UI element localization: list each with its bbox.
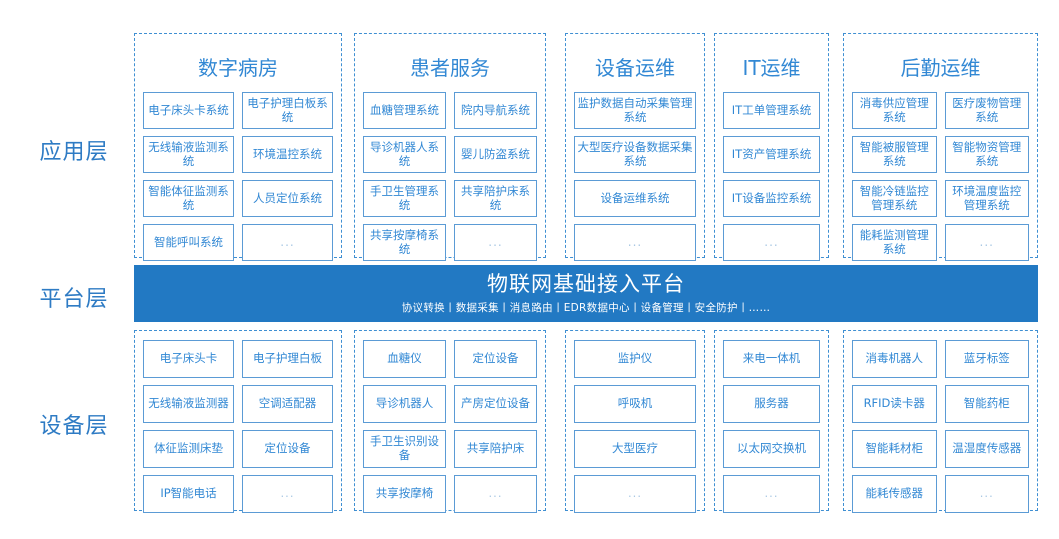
node-box[interactable]: 无线输液监测器 (143, 385, 234, 423)
node-box[interactable]: 院内导航系统 (454, 92, 537, 129)
node-box[interactable]: 共享陪护床系统 (454, 180, 537, 217)
node-ellipsis[interactable]: ... (242, 475, 333, 513)
node-box[interactable]: 智能被服管理系统 (852, 136, 937, 173)
node-box[interactable]: 医疗废物管理系统 (944, 92, 1029, 129)
node-box[interactable]: 监护数据自动采集管理系统 (574, 92, 696, 129)
group-title: IT运维 (742, 56, 801, 80)
node-box[interactable]: 体征监测床垫 (143, 430, 234, 468)
group-column: 患者服务血糖管理系统院内导航系统导诊机器人系统婴儿防盗系统手卫生管理系统共享陪护… (354, 33, 546, 261)
node-box[interactable]: IT工单管理系统 (723, 92, 820, 129)
node-box[interactable]: 定位设备 (242, 430, 333, 468)
node-box[interactable]: IT设备监控系统 (723, 180, 820, 217)
node-ellipsis[interactable]: ... (723, 475, 820, 513)
node-box[interactable]: 来电一体机 (723, 340, 820, 378)
group-column: 后勤运维消毒供应管理系统医疗废物管理系统智能被服管理系统智能物资管理系统智能冷链… (843, 33, 1038, 261)
node-ellipsis[interactable]: ... (574, 475, 696, 513)
node-box[interactable]: 呼吸机 (574, 385, 696, 423)
node-box[interactable]: 大型医疗 (574, 430, 696, 468)
node-box[interactable]: 能耗监测管理系统 (852, 224, 937, 261)
node-box[interactable]: 环境温度监控管理系统 (944, 180, 1029, 217)
node-box[interactable]: 蓝牙标签 (944, 340, 1029, 378)
node-box[interactable]: 共享陪护床 (454, 430, 537, 468)
group-title: 设备运维 (595, 56, 675, 80)
group-column: 来电一体机服务器以太网交换机... (714, 330, 829, 513)
node-box[interactable]: IP智能电话 (143, 475, 234, 513)
group-column: 血糖仪定位设备导诊机器人产房定位设备手卫生识别设备共享陪护床共享按摩椅... (354, 330, 546, 513)
node-box[interactable]: 智能体征监测系统 (143, 180, 234, 217)
node-box[interactable]: 血糖管理系统 (363, 92, 446, 129)
layer-label-platform: 平台层 (39, 287, 109, 312)
group-column: IT运维 IT工单管理系统 IT资产管理系统 IT设备监控系统... (714, 33, 829, 261)
node-ellipsis[interactable]: ... (454, 224, 537, 261)
node-box[interactable]: 导诊机器人 (363, 385, 446, 423)
node-box[interactable]: RFID读卡器 (852, 385, 937, 423)
node-box[interactable]: 手卫生识别设备 (363, 430, 446, 468)
node-box[interactable]: IT资产管理系统 (723, 136, 820, 173)
node-box[interactable]: 智能呼叫系统 (143, 224, 234, 261)
node-box[interactable]: 手卫生管理系统 (363, 180, 446, 217)
node-box[interactable]: 服务器 (723, 385, 820, 423)
platform-title: 物联网基础接入平台 (487, 272, 685, 297)
node-box[interactable]: 环境温控系统 (242, 136, 333, 173)
node-box[interactable]: 产房定位设备 (454, 385, 537, 423)
node-box[interactable]: 智能冷链监控管理系统 (852, 180, 937, 217)
layer-label-device: 设备层 (39, 414, 109, 439)
node-ellipsis[interactable]: ... (454, 475, 537, 513)
node-box[interactable]: 电子护理白板 (242, 340, 333, 378)
layer-label-application: 应用层 (39, 140, 109, 165)
node-ellipsis[interactable]: ... (944, 475, 1029, 513)
node-box[interactable]: 血糖仪 (363, 340, 446, 378)
node-box[interactable]: 消毒机器人 (852, 340, 937, 378)
node-box[interactable]: 电子护理白板系统 (242, 92, 333, 129)
group-title: 数字病房 (198, 56, 278, 80)
node-box[interactable]: 监护仪 (574, 340, 696, 378)
node-ellipsis[interactable]: ... (242, 224, 333, 261)
node-box[interactable]: 智能耗材柜 (852, 430, 937, 468)
node-ellipsis[interactable]: ... (944, 224, 1029, 261)
node-box[interactable]: 电子床头卡 (143, 340, 234, 378)
node-box[interactable]: 空调适配器 (242, 385, 333, 423)
node-box[interactable]: 能耗传感器 (852, 475, 937, 513)
group-column: 监护仪呼吸机大型医疗... (565, 330, 705, 513)
node-grid: 来电一体机服务器以太网交换机... (723, 340, 820, 513)
node-ellipsis[interactable]: ... (574, 224, 696, 261)
node-grid: 电子床头卡系统电子护理白板系统无线输液监测系统环境温控系统智能体征监测系统人员定… (143, 92, 333, 261)
node-box[interactable]: 以太网交换机 (723, 430, 820, 468)
node-grid: 血糖管理系统院内导航系统导诊机器人系统婴儿防盗系统手卫生管理系统共享陪护床系统共… (363, 92, 537, 261)
node-box[interactable]: 智能药柜 (944, 385, 1029, 423)
node-box[interactable]: 婴儿防盗系统 (454, 136, 537, 173)
node-grid: 监护仪呼吸机大型医疗... (574, 340, 696, 513)
node-box[interactable]: 人员定位系统 (242, 180, 333, 217)
node-box[interactable]: 消毒供应管理系统 (852, 92, 937, 129)
platform-subtitle: 协议转换丨数据采集丨消息路由丨EDR数据中心丨设备管理丨安全防护丨…… (401, 301, 771, 314)
node-box[interactable]: 大型医疗设备数据采集系统 (574, 136, 696, 173)
node-box[interactable]: 温湿度传感器 (944, 430, 1029, 468)
group-title: 后勤运维 (900, 56, 981, 80)
node-grid: 血糖仪定位设备导诊机器人产房定位设备手卫生识别设备共享陪护床共享按摩椅... (363, 340, 537, 513)
platform-layer-banner: 物联网基础接入平台 协议转换丨数据采集丨消息路由丨EDR数据中心丨设备管理丨安全… (134, 265, 1038, 322)
node-box[interactable]: 共享按摩椅系统 (363, 224, 446, 261)
node-grid: IT工单管理系统 IT资产管理系统 IT设备监控系统... (723, 92, 820, 261)
node-box[interactable]: 导诊机器人系统 (363, 136, 446, 173)
node-box[interactable]: 共享按摩椅 (363, 475, 446, 513)
node-box[interactable]: 电子床头卡系统 (143, 92, 234, 129)
node-box[interactable]: 智能物资管理系统 (944, 136, 1029, 173)
group-column: 数字病房电子床头卡系统电子护理白板系统无线输液监测系统环境温控系统智能体征监测系… (134, 33, 342, 261)
group-title: 患者服务 (410, 56, 490, 80)
node-ellipsis[interactable]: ... (723, 224, 820, 261)
node-grid: 监护数据自动采集管理系统大型医疗设备数据采集系统设备运维系统... (574, 92, 696, 261)
node-box[interactable]: 设备运维系统 (574, 180, 696, 217)
group-column: 设备运维监护数据自动采集管理系统大型医疗设备数据采集系统设备运维系统... (565, 33, 705, 261)
node-grid: 消毒供应管理系统医疗废物管理系统智能被服管理系统智能物资管理系统智能冷链监控管理… (852, 92, 1029, 261)
node-box[interactable]: 无线输液监测系统 (143, 136, 234, 173)
node-box[interactable]: 定位设备 (454, 340, 537, 378)
